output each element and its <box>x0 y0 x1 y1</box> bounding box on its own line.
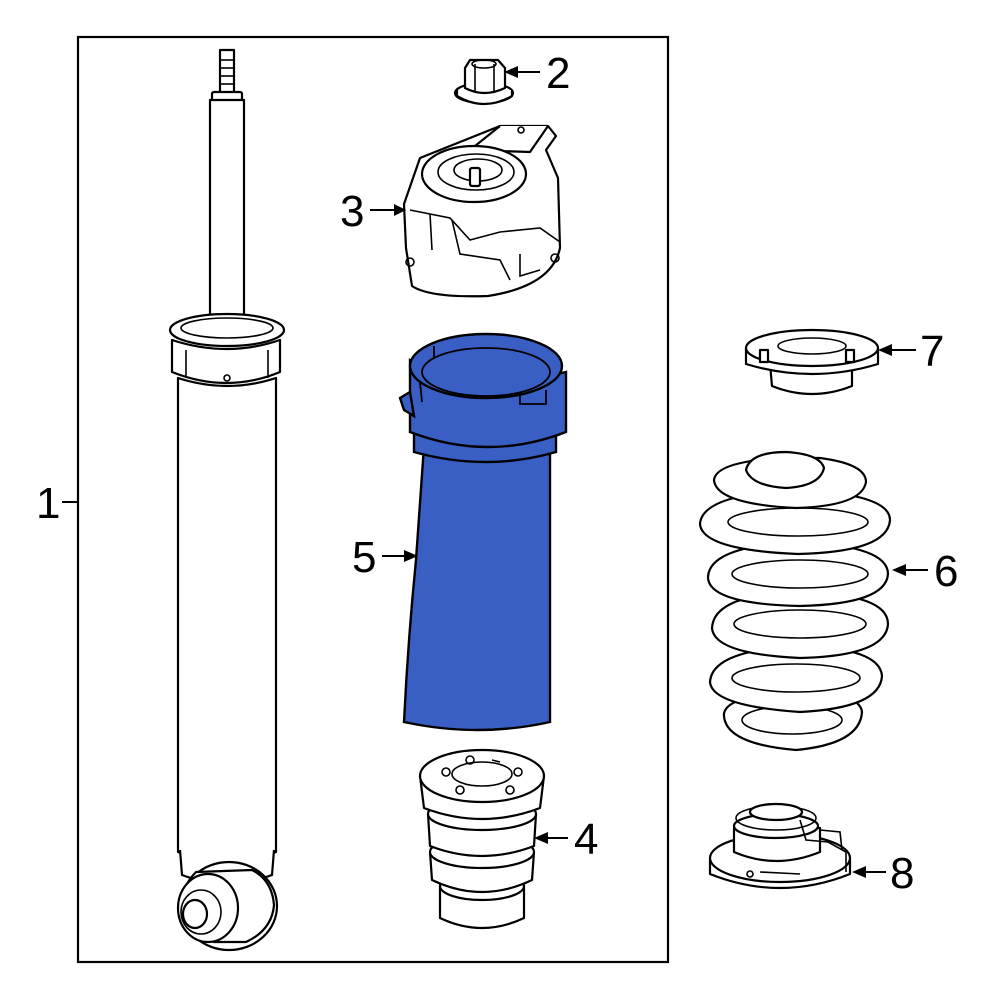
upper-mount[interactable] <box>402 124 562 298</box>
shock-absorber[interactable] <box>168 48 286 952</box>
callout-lines <box>62 66 928 878</box>
callout-7: 7 <box>920 327 944 376</box>
dust-boot[interactable] <box>398 332 568 732</box>
upper-spring-seat[interactable] <box>744 328 880 396</box>
coil-spring[interactable] <box>698 450 892 752</box>
callout-8: 8 <box>890 849 914 898</box>
callout-5: 5 <box>352 533 376 582</box>
assembly-frame <box>76 35 670 964</box>
bump-stop[interactable] <box>418 748 546 930</box>
callout-6: 6 <box>934 547 958 596</box>
callout-2: 2 <box>546 49 570 98</box>
callout-3: 3 <box>340 187 364 236</box>
mount-nut[interactable] <box>453 58 515 106</box>
lower-spring-seat[interactable] <box>708 802 852 890</box>
callout-1: 1 <box>36 479 60 528</box>
callout-4: 4 <box>574 815 598 864</box>
